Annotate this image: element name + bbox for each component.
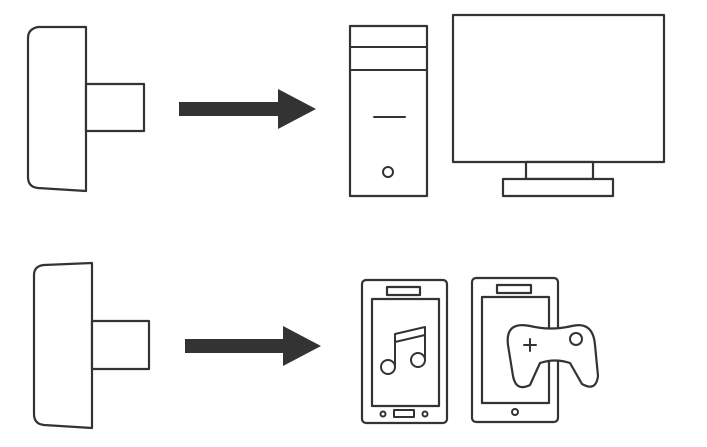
- right-arrow-icon: [179, 89, 316, 129]
- usb-dongle-icon: [32, 261, 151, 430]
- gamepad-phone-icon: [470, 276, 600, 424]
- monitor-icon: [451, 13, 666, 198]
- right-arrow-icon: [185, 326, 321, 366]
- gamepad-icon: [506, 324, 600, 389]
- desktop-tower-icon: [348, 24, 429, 198]
- music-phone-icon: [360, 278, 449, 425]
- music-note-icon: [380, 326, 426, 375]
- usb-dongle-icon: [26, 25, 146, 193]
